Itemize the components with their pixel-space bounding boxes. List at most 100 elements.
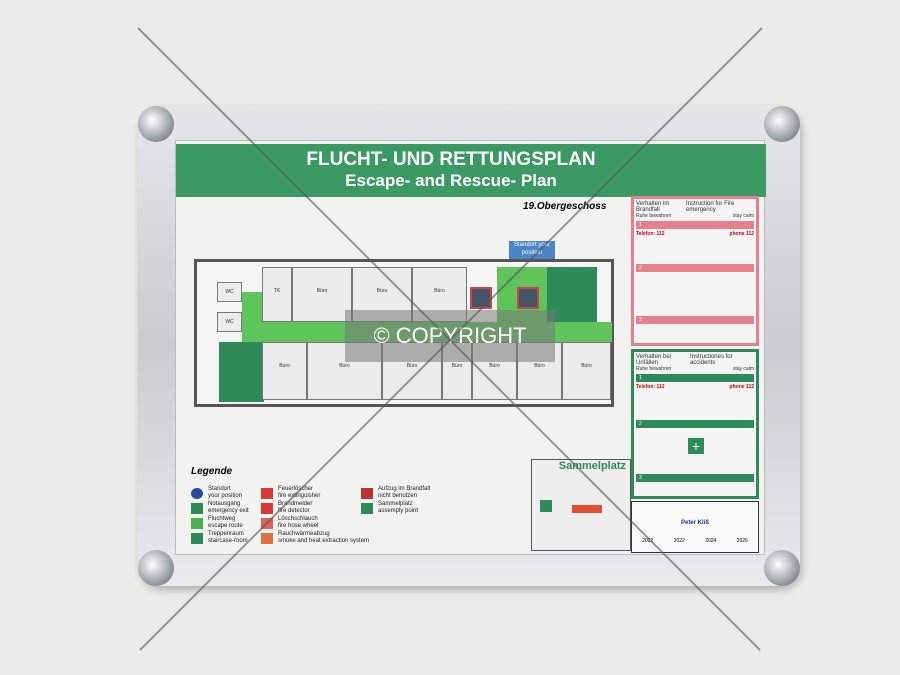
room: TK — [262, 267, 292, 322]
legend-symbol-icon — [191, 517, 203, 529]
accident-title-en: Instructiones for accidents — [689, 354, 733, 366]
first-aid-icon: + — [688, 438, 704, 454]
section-number: 1 — [639, 375, 642, 381]
fire-title-en: Instruction for Fire emergency — [686, 201, 735, 213]
legend-symbol-icon — [261, 532, 273, 544]
legend-label-en: fire hose wheel — [278, 523, 319, 529]
title-english: Escape- and Rescue- Plan — [345, 171, 557, 190]
phone-de: Telefon: 112 — [636, 384, 665, 390]
section-bar: 2 — [636, 264, 754, 272]
room: WC — [217, 282, 242, 302]
section-bar: 1 — [636, 221, 754, 229]
revision-year: 2026 — [736, 538, 748, 544]
watermark-line — [137, 27, 761, 651]
frame-corner — [764, 106, 800, 142]
room-label: Büro — [406, 363, 418, 369]
company-name: Peter Kliß — [680, 520, 709, 526]
section-number: 3 — [639, 317, 642, 323]
legend-label-en: your position — [208, 493, 243, 499]
room-label: Büro — [339, 363, 350, 369]
frame-corner — [138, 550, 174, 586]
section-bar: 3 — [636, 474, 754, 482]
copyright-watermark: © COPYRIGHT — [345, 310, 555, 362]
room-label: Büro — [279, 363, 290, 369]
assembly-point-map: Sammelplatz — [531, 459, 631, 551]
plan-header: FLUCHT- UND RETTUNGSPLAN Escape- and Res… — [176, 144, 766, 197]
legend-label-de: Fluchtweg — [208, 516, 236, 522]
phone-de: Telefon: 112 — [636, 231, 665, 237]
title-german: FLUCHT- UND RETTUNGSPLAN — [306, 149, 596, 170]
frame-corner — [764, 550, 800, 586]
legend-label-en: nicht benutzen — [378, 493, 418, 499]
legend-label-de: Notausgang — [208, 501, 241, 507]
elevator-icon — [517, 287, 539, 309]
legend-label-de: Rauchwärmeabzug — [278, 531, 330, 537]
accident-title-de: Verhalten bei Unfällen — [636, 354, 672, 366]
section-number: 1 — [639, 222, 642, 228]
phone-en: phone 112 — [729, 384, 754, 390]
accident-sub-de: Ruhe bewahren — [636, 366, 672, 372]
legend-symbol-icon — [361, 487, 373, 499]
legend-label-en: fire detector — [278, 508, 310, 514]
fire-sub-de: Ruhe bewahren — [636, 213, 672, 219]
legend-symbol-icon — [361, 502, 373, 514]
legend-label-en: emergency exit — [208, 508, 249, 514]
legend-label-de: Treppenraum — [208, 531, 244, 537]
revision-year: 2024 — [705, 538, 717, 544]
room: Büro — [562, 342, 611, 400]
room-label: TK — [273, 288, 281, 294]
section-number: 2 — [639, 421, 642, 427]
watermark-line — [139, 27, 763, 651]
room-label: Büro — [316, 288, 328, 294]
legend-label-en: escape route — [208, 523, 243, 529]
legend-label-de: Sammelplatz — [378, 501, 413, 507]
legend-label-de: Aufzug im Brandfall — [378, 486, 431, 492]
accident-instructions-panel: Verhalten bei Unfällen Instructiones for … — [631, 349, 759, 499]
room-label: Büro — [434, 288, 445, 294]
section-bar: 2 — [636, 420, 754, 428]
room: Büro — [262, 342, 307, 400]
assembly-title: Sammelplatz — [558, 460, 626, 472]
fire-title-de: Verhalten im Brandfall — [636, 201, 670, 213]
room: WC — [217, 312, 242, 332]
staircase — [219, 342, 264, 402]
fire-instructions-panel: Verhalten im Brandfall Instruction for Fi… — [631, 196, 759, 346]
legend-label-en: smoke and heat extraction system — [278, 538, 370, 544]
revision-year: 2022 — [642, 538, 654, 544]
legend-label-en: assemply point — [378, 508, 419, 514]
phone-en: phone 112 — [729, 231, 754, 237]
legend-symbol-icon — [261, 502, 273, 514]
escape-route — [242, 292, 262, 337]
legend-symbol-icon — [191, 502, 203, 514]
legend-label-de: Brandmelder — [278, 501, 313, 507]
frame-corner — [138, 106, 174, 142]
room-label: WC — [225, 289, 234, 295]
legend-label-de: Löschschlauch — [278, 516, 318, 522]
legend-label-en: staircase-room — [208, 538, 248, 544]
legend-title: Legende — [191, 466, 233, 477]
room-label: Büro — [534, 363, 545, 369]
section-number: 2 — [639, 265, 642, 271]
legend-label-en: fire extinguisher — [278, 493, 321, 499]
room-label: WC — [225, 319, 234, 325]
accident-sub-en: stay calm — [732, 366, 754, 372]
section-number: 3 — [639, 475, 642, 481]
room: Büro — [292, 267, 352, 322]
section-bar: 1 — [636, 374, 754, 382]
floor-label: 19.Obergeschoss — [523, 201, 607, 212]
legend-symbol-icon — [191, 532, 203, 544]
staircase — [547, 267, 597, 322]
room-label: Büro — [489, 363, 500, 369]
room-label: Büro — [376, 288, 388, 294]
